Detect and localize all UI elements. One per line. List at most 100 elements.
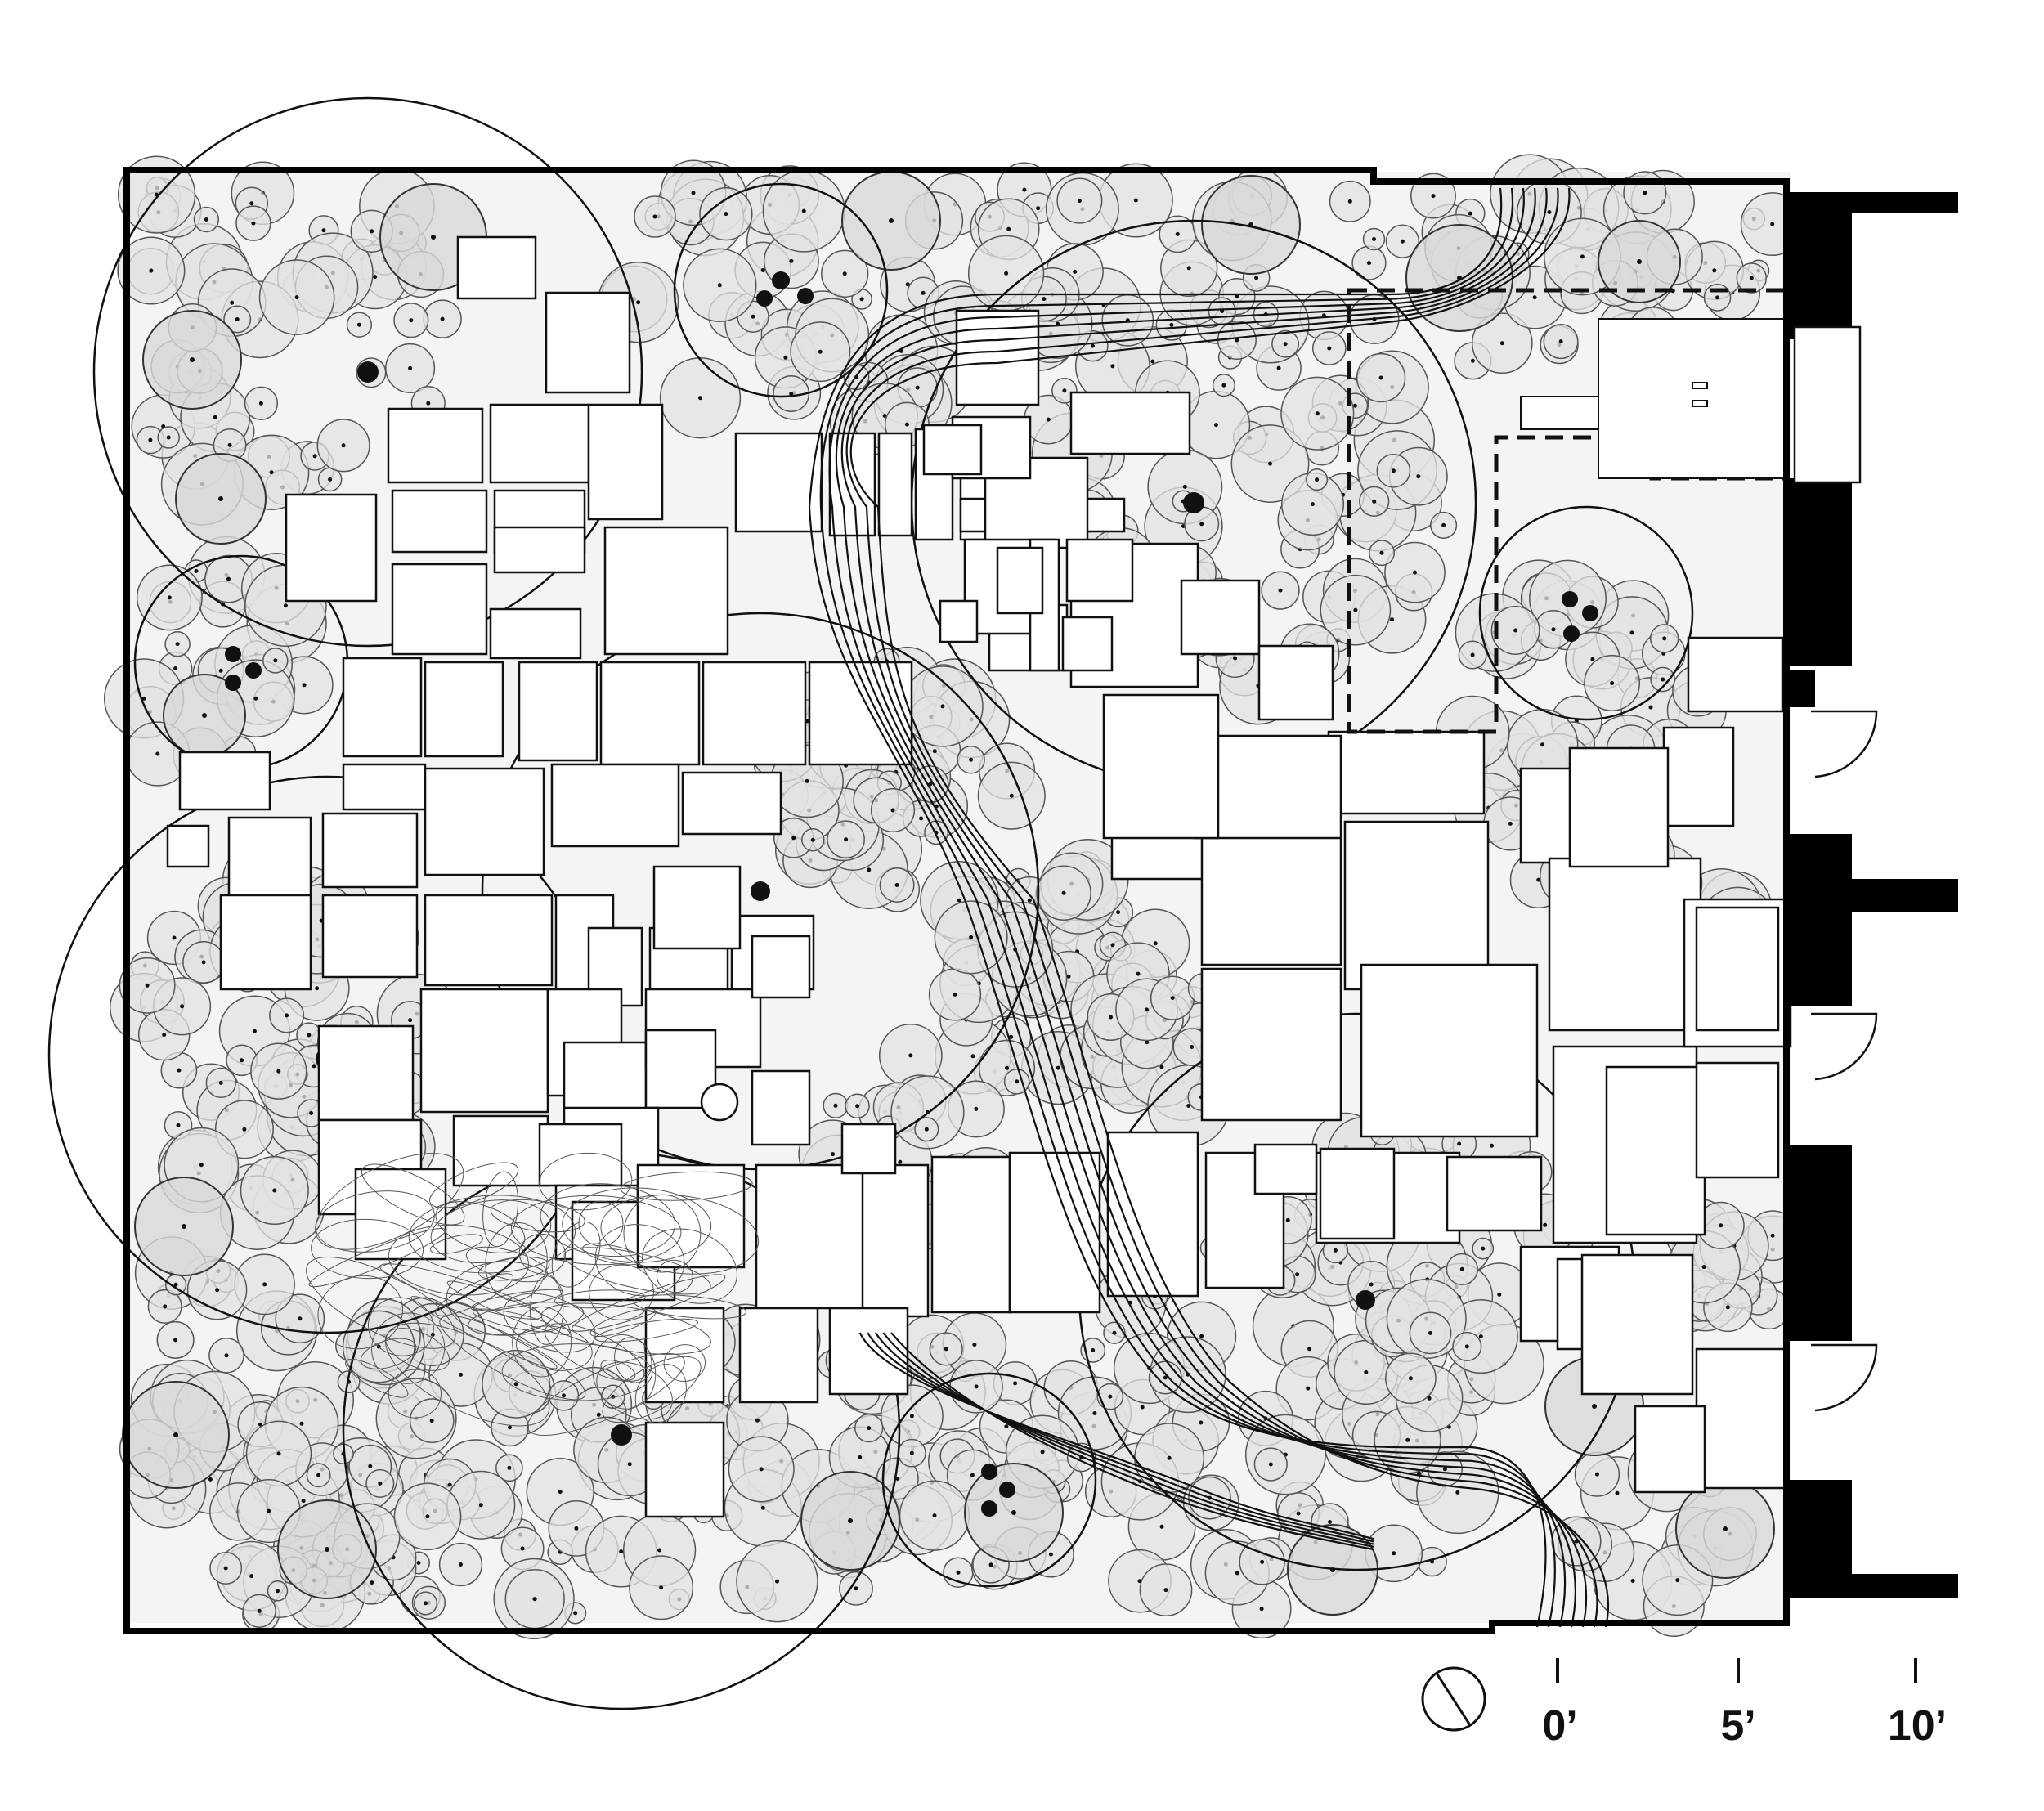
plant-dot: [1441, 522, 1446, 527]
path-line: [858, 1332, 1374, 1540]
plant-dot: [315, 986, 320, 991]
plant-dot: [145, 983, 150, 988]
plant-dot: [1108, 1394, 1113, 1399]
plant-dot: [149, 268, 154, 273]
plant-dot: [1364, 1369, 1369, 1374]
plant-dot: [1431, 194, 1436, 199]
plant-dot: [957, 898, 961, 903]
stone-contour: [602, 1356, 702, 1423]
stone-contour: [468, 1302, 585, 1336]
plant-dot: [854, 1586, 858, 1591]
tree-trunk: [797, 288, 814, 304]
plant-dot: [1372, 237, 1376, 241]
paving-stone: [1343, 820, 1490, 991]
plant-dot: [844, 837, 849, 842]
paving-stone: [538, 1123, 623, 1187]
plant-dot: [253, 696, 258, 701]
paving-stone: [587, 403, 664, 521]
plant-dot: [1590, 657, 1595, 661]
paving-stone: [1662, 726, 1735, 827]
path-line: [874, 1332, 1374, 1545]
plant-dot: [1112, 1330, 1117, 1335]
plant-dot: [459, 1372, 464, 1377]
paving-stone: [840, 1123, 897, 1175]
plant-dot: [224, 1353, 229, 1358]
plant-dot: [1167, 1455, 1172, 1460]
stone-contour: [388, 1224, 530, 1296]
plant-dot: [596, 1412, 601, 1417]
plant-dot: [1009, 793, 1014, 798]
plant-dot: [969, 757, 974, 762]
plant-dot: [431, 235, 436, 240]
plant-dot: [574, 1526, 579, 1531]
tree-canopy: [673, 182, 889, 398]
paving-stone: [424, 661, 504, 758]
plant-dot: [882, 414, 887, 419]
plant-dot: [1662, 636, 1667, 641]
paving-stone: [391, 489, 488, 554]
path-line: [867, 1332, 1374, 1543]
stone-contour: [600, 1194, 760, 1275]
plant-dot: [1457, 1141, 1462, 1146]
paving-stone: [489, 607, 582, 660]
path-line: [819, 187, 1556, 1628]
plant-dot: [1594, 1472, 1599, 1477]
plant-dot: [213, 415, 217, 419]
stone-contour: [478, 1256, 550, 1281]
paving-stone: [456, 235, 537, 300]
plant-dot: [1182, 484, 1187, 489]
plant-dot: [173, 1432, 178, 1437]
paving-stone: [452, 1114, 549, 1187]
plant-dot: [1109, 1015, 1113, 1020]
plant-dot: [223, 1566, 228, 1571]
plant-dot: [789, 392, 794, 396]
plant-dot: [1186, 266, 1191, 271]
plant-dot: [1540, 742, 1545, 747]
paving-stone: [1695, 1347, 1788, 1490]
plant-dot: [619, 1549, 624, 1554]
paving-stone: [321, 812, 419, 889]
plant-dot: [760, 268, 765, 272]
paving-stone: [178, 751, 271, 811]
plant-dot: [1629, 630, 1634, 635]
path-line: [845, 187, 1598, 1628]
stone-contour: [388, 1369, 442, 1419]
plant-dot: [1470, 358, 1475, 363]
plant-dot: [1199, 1420, 1204, 1425]
plant-dot: [202, 713, 207, 718]
plant-dot: [1442, 1467, 1447, 1472]
paving-stone: [734, 432, 823, 533]
plant-dot: [921, 290, 926, 295]
plant-dot: [775, 1579, 779, 1584]
stone-contour: [501, 1343, 653, 1401]
plant-dot: [1455, 1490, 1460, 1495]
paving-stone: [751, 935, 811, 999]
tree-trunk: [772, 271, 790, 289]
plant-dot: [1390, 617, 1394, 622]
plant-dot: [242, 1127, 247, 1132]
scale-label-10: 10’: [1888, 1702, 1947, 1750]
paving-stone: [1446, 1155, 1543, 1232]
plant-dot: [341, 443, 346, 448]
tree-trunk: [1356, 1290, 1375, 1310]
paving-stone: [1695, 1061, 1780, 1179]
plant-dot: [356, 322, 361, 327]
plant-dot: [1295, 1272, 1300, 1277]
plant-dot: [298, 1316, 303, 1321]
plant-dot: [698, 396, 702, 401]
plant-dot: [1558, 339, 1563, 344]
paving-stone: [1102, 693, 1220, 840]
plant-dot: [1190, 1045, 1195, 1049]
plant-dot: [173, 1338, 178, 1343]
plant-dot: [447, 1482, 452, 1487]
plant-dot: [1278, 588, 1283, 593]
paving-stone: [861, 1163, 930, 1318]
plant-dot: [1328, 1520, 1332, 1524]
plant-dot: [1306, 1386, 1311, 1391]
plant-dot: [760, 1505, 765, 1510]
plant-dot: [1333, 1248, 1338, 1253]
plant-dot: [1311, 502, 1315, 507]
plant-dot: [1719, 1223, 1724, 1228]
plant-dot: [321, 228, 326, 233]
plant-dot: [1036, 206, 1041, 211]
